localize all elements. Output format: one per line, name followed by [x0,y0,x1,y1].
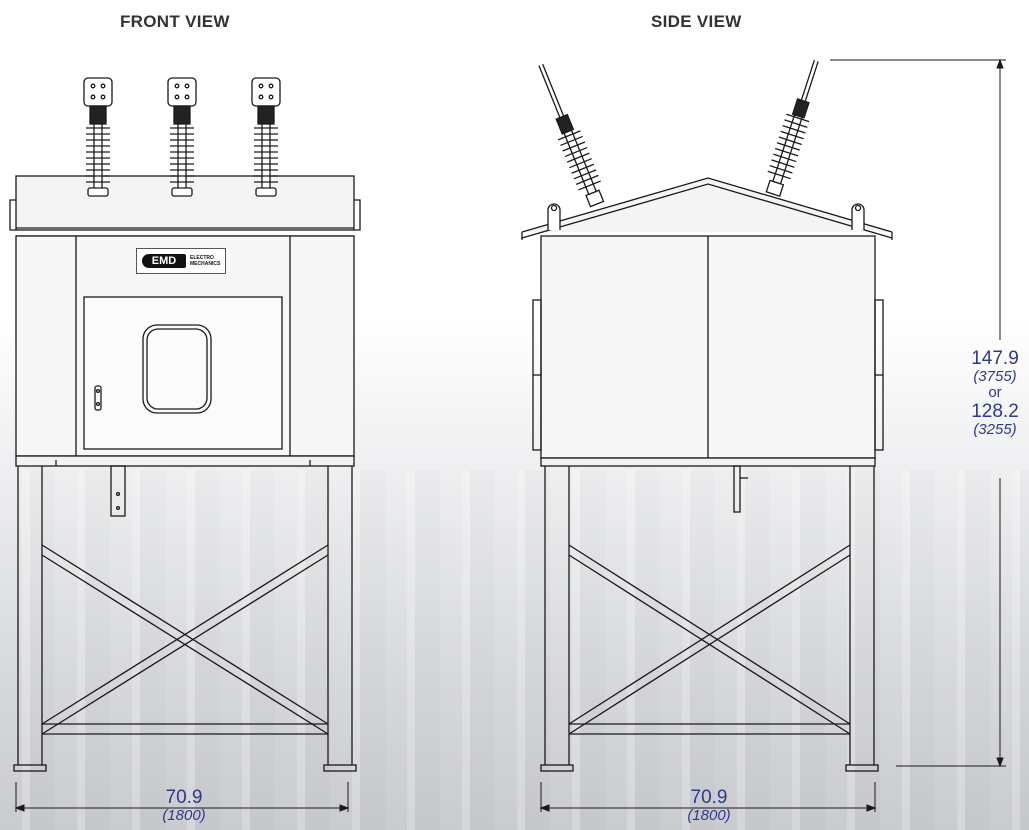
front-view [9,77,361,812]
height-value-1: 147.9 [971,348,1019,369]
front-door-latch [94,385,102,411]
side-stand [540,466,879,772]
front-stand [13,466,357,772]
logo-text: ELECTRO MECHANICS [190,255,220,267]
height-separator: or [988,384,1002,401]
side-view-title: SIDE VIEW [651,12,742,31]
height-label: 147.9 (3755) or 128.2 (3255) [960,348,1029,438]
side-bushing-right [765,60,819,197]
logo-line-1: ELECTRO [190,255,214,261]
front-width-metric: (1800) [162,807,206,824]
logo-line-2: MECHANICS [190,261,221,267]
height-metric-1: (3755) [973,368,1017,385]
side-width-dimension [539,782,877,812]
front-window [142,324,212,414]
front-roof [15,175,355,231]
side-bushing-left [538,63,605,208]
front-width-dimension [14,782,350,812]
side-view [521,58,1006,812]
front-width-value: 70.9 [165,787,203,808]
emd-logo: EMD ELECTRO MECHANICS [136,248,226,274]
side-width-value: 70.9 [690,787,728,808]
front-bushings [83,77,281,197]
logo-mark: EMD [142,254,186,268]
front-right-handle [354,199,361,231]
height-dimension [830,58,1006,768]
side-lifting-lugs [547,203,865,230]
side-roof [521,177,893,233]
front-left-handle [9,199,16,231]
height-value-2: 128.2 [971,401,1019,422]
front-width-label: 70.9 (1800) [134,787,234,824]
side-width-label: 70.9 (1800) [659,787,759,824]
side-width-metric: (1800) [687,807,731,824]
front-view-title: FRONT VIEW [120,12,230,31]
height-metric-2: (3255) [973,421,1017,438]
front-door [83,296,283,450]
